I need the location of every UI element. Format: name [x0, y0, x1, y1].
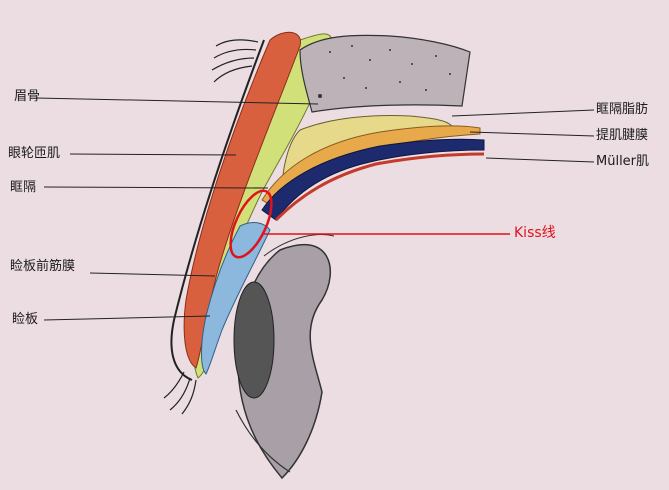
label-pretarsal-fascia: 睑板前筋膜 — [10, 259, 76, 274]
eyelashes-top — [211, 39, 259, 83]
kiss-line-circle — [229, 189, 273, 259]
label-orbicularis: 眼轮匝肌 — [8, 146, 61, 161]
eye-upper-curve — [263, 234, 335, 257]
tarsus-band — [201, 222, 271, 375]
label-kiss-line: Kiss线 — [514, 225, 556, 241]
brow-bone-region — [299, 34, 471, 113]
label-levator-aponeurosis: 提肌腱膜 — [596, 128, 649, 143]
iris — [233, 281, 275, 399]
eyelashes-bottom — [163, 371, 197, 415]
muller-band — [261, 138, 485, 221]
skin-outline — [170, 39, 265, 381]
label-orbital-fat: 眶隔脂肪 — [596, 102, 649, 117]
label-septum: 眶隔 — [10, 180, 37, 195]
leader-lines — [35, 97, 595, 321]
conjunctiva-line — [274, 152, 485, 222]
eye-inner-curve — [235, 409, 291, 473]
label-muller: Müller肌 — [596, 154, 650, 169]
bone-dots — [318, 45, 451, 98]
label-brow-bone: 眉骨 — [14, 89, 41, 104]
label-tarsus: 睑板 — [12, 312, 39, 327]
